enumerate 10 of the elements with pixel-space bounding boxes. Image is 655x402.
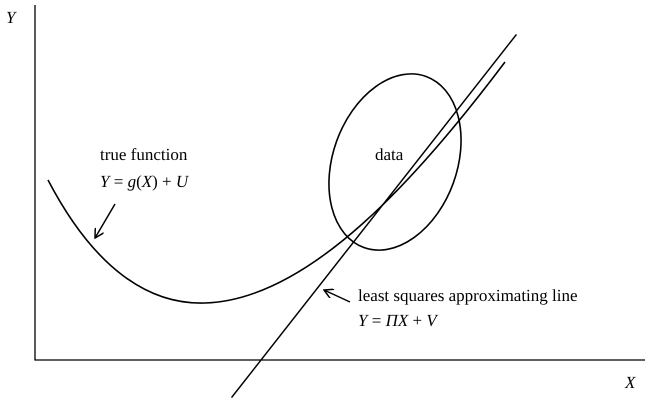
ellipse-label: data <box>375 145 404 165</box>
axis-label: X <box>625 373 636 393</box>
curve-label: true function <box>100 145 188 165</box>
line-label: least squares approximating line <box>358 286 578 306</box>
axis-label: Y <box>6 8 16 28</box>
equation: Y = g(X) + U <box>100 172 188 192</box>
data-ellipse <box>328 73 462 251</box>
leader-arrow <box>323 288 350 303</box>
leader-arrow <box>94 204 116 239</box>
equation: Y = ΠX + V <box>358 311 437 331</box>
